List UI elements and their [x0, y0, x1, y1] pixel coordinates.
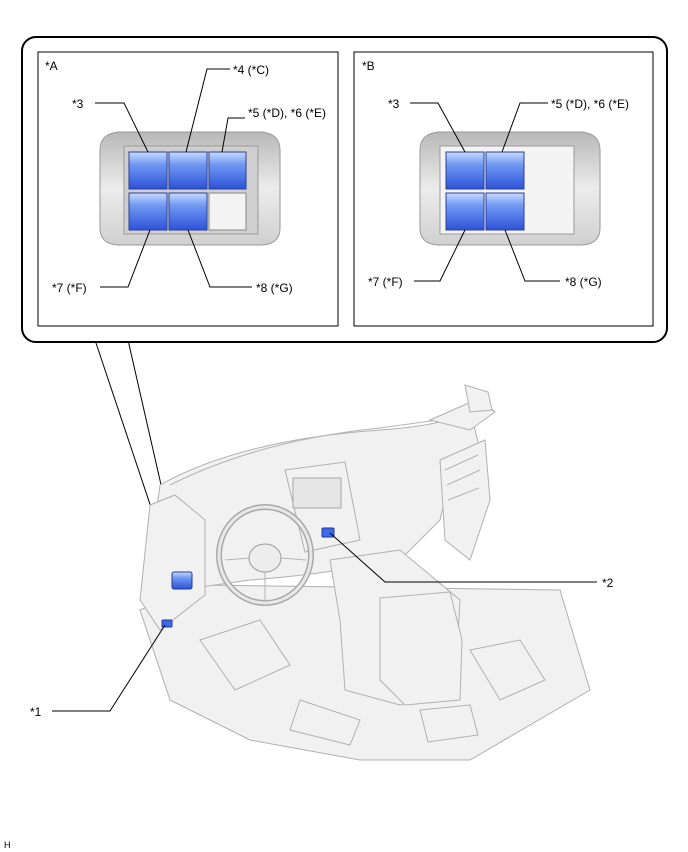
switch-b-3: [445, 151, 485, 190]
switch-a-4: [168, 151, 208, 190]
switch-center-2: [321, 527, 335, 538]
vehicle-interior: [139, 384, 591, 761]
view-b-id: *B: [362, 59, 375, 73]
switch-a-blank: [208, 192, 247, 231]
view-a: *A *3 *4 (*C) *5 (*D), *6 (*E) *7 (*F) *…: [37, 51, 339, 327]
label-a-3: *3: [72, 97, 84, 111]
label-b-5-6: *5 (*D), *6 (*E): [551, 97, 629, 111]
switch-a-3: [128, 151, 168, 190]
label-b-7: *7 (*F): [368, 275, 403, 289]
label-1: *1: [30, 705, 42, 719]
display-screen: [292, 477, 342, 509]
label-b-3: *3: [388, 97, 400, 111]
leader-1: [52, 624, 166, 712]
switch-cluster-dash: [171, 571, 193, 590]
view-b: *B *3 *5 (*D), *6 (*E) *7 (*F) *8 (*G): [353, 51, 654, 327]
label-a-4: *4 (*C): [233, 63, 269, 77]
switch-a-7: [128, 192, 168, 231]
corner-mark: H: [4, 840, 11, 850]
label-b-8: *8 (*G): [565, 275, 602, 289]
switch-b-7: [445, 192, 485, 231]
leader-2: [329, 532, 597, 583]
view-a-id: *A: [45, 59, 58, 73]
switch-b-5-6: [485, 151, 525, 190]
label-a-7: *7 (*F): [52, 281, 87, 295]
floor-mat-left: [199, 619, 291, 691]
switch-a-5-6: [208, 151, 247, 190]
label-a-5-6: *5 (*D), *6 (*E): [248, 106, 326, 120]
switch-b-8: [485, 192, 525, 231]
switch-lower-1: [161, 619, 173, 628]
floor-mat-right: [469, 639, 546, 701]
label-2: *2: [602, 576, 614, 590]
instrument-left: [139, 494, 206, 631]
switch-panel-b: [419, 131, 601, 246]
switch-panel-a: [99, 131, 281, 246]
switch-a-8: [168, 192, 208, 231]
label-a-8: *8 (*G): [256, 281, 293, 295]
